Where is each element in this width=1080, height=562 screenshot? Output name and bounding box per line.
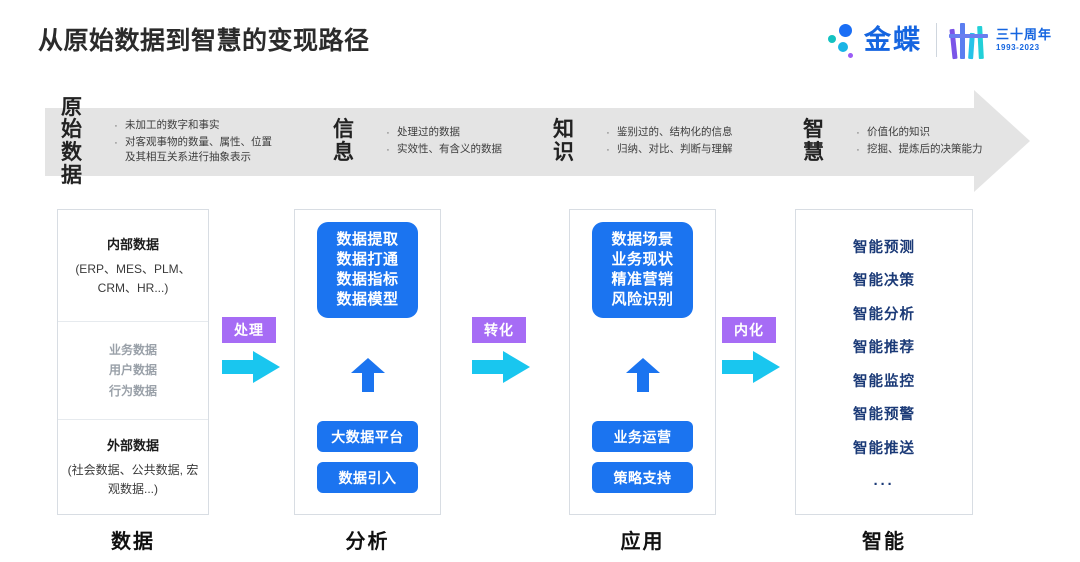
logo-divider — [935, 23, 937, 57]
right-arrow-icon — [722, 351, 780, 383]
list-item: 智能决策 — [853, 273, 915, 290]
bullet-dot-icon: · — [606, 144, 610, 156]
list-item: 智能分析 — [853, 306, 915, 323]
card-data: 内部数据 (ERP、MES、PLM、CRM、HR...) 业务数据 用户数据 行… — [57, 209, 209, 515]
bullet-text: 挖掘、提炼后的决策能力 — [867, 143, 983, 155]
anniversary-years: 1993-2023 — [995, 42, 1040, 52]
bullet-row: · 鉴别过的、结构化的信息 — [599, 125, 733, 142]
banner-body — [45, 108, 975, 176]
bullet-text: 实效性、有含义的数据 — [397, 143, 502, 155]
banner-arrowhead-icon — [974, 90, 1030, 192]
bullet-dot-icon: · — [856, 127, 860, 140]
application-main-block[interactable]: 数据场景 业务现状 精准营销 风险识别 — [592, 222, 693, 318]
analysis-main-line: 数据打通 — [336, 250, 399, 268]
bullet-dot-icon: · — [114, 137, 118, 150]
list-item: 智能推荐 — [853, 340, 915, 357]
kingdee-logo: 金蝶 三十周年 1993-2023 — [826, 19, 1052, 61]
analysis-main-block[interactable]: 数据提取 数据打通 数据指标 数据模型 — [317, 222, 418, 318]
list-item: 智能推送 — [853, 440, 915, 457]
footer-label-intelligence: 智能 — [862, 530, 906, 553]
bullet-row: · 处理过的数据 — [379, 125, 502, 142]
banner-stage-wisdom: 智 慧 · 价值化的知识 · 挖掘、提炼后的决策能力 — [803, 108, 983, 176]
bullet-text: 未加工的数字和事实 — [125, 119, 220, 132]
connector-processing: 处理 — [222, 317, 282, 383]
banner-stage-raw-data: 原始 数据 · 未加工的数字和事实 · 对客观事物的数量、属性、位置及其相互关系… — [61, 96, 277, 187]
bullet-text: 对客观事物的数量、属性、位置及其相互关系进行抽象表示 — [125, 136, 272, 164]
footer-label-analysis: 分析 — [345, 530, 390, 553]
analysis-main-line: 数据模型 — [336, 291, 399, 309]
application-up-arrow-icon — [626, 358, 660, 392]
intelligence-list: 智能预测 智能决策 智能分析 智能推荐 智能监控 智能预警 智能推送 ··· — [795, 209, 973, 515]
bullet-dot-icon: · — [386, 144, 390, 156]
card-intelligence — [795, 209, 973, 515]
list-item: 智能预警 — [853, 407, 915, 424]
application-pill-business-ops[interactable]: 业务运营 — [592, 421, 693, 452]
connector-label: 内化 — [722, 317, 776, 343]
connector-label: 处理 — [222, 317, 276, 343]
right-arrow-icon — [472, 351, 530, 383]
anniversary-text: 三十周年 1993-2023 — [995, 26, 1052, 53]
connector-transformation: 转化 — [472, 317, 532, 383]
footer-label-application: 应用 — [620, 530, 665, 553]
application-main-line: 业务现状 — [611, 250, 674, 268]
bullet-text: 处理过的数据 — [397, 126, 460, 139]
bullet-row: · 归纳、对比、判断与理解 — [599, 142, 733, 159]
analysis-main-line: 数据提取 — [336, 230, 399, 248]
segment-external-data: 外部数据 (社会数据、公共数据, 宏观数据...) — [58, 420, 208, 514]
internal-data-sub: (ERP、MES、PLM、CRM、HR...) — [75, 261, 191, 295]
application-main-line: 精准营销 — [611, 271, 674, 288]
page-title: 从原始数据到智慧的变现路径 — [38, 27, 370, 55]
banner-stage-information: 信 息 · 处理过的数据 · 实效性、有含义的数据 — [333, 108, 502, 176]
list-item: 智能预测 — [853, 239, 915, 256]
anniversary-label: 三十周年 — [995, 26, 1052, 42]
right-arrow-icon — [222, 351, 280, 383]
analysis-pill-bigdata-platform[interactable]: 大数据平台 — [317, 421, 418, 452]
stage-name: 智 慧 — [803, 118, 824, 164]
bullet-dot-icon: · — [606, 127, 610, 140]
external-data-sub: (社会数据、公共数据, 宏观数据...) — [67, 463, 199, 496]
application-main-line: 数据场景 — [611, 230, 674, 248]
connector-label: 转化 — [472, 317, 526, 343]
application-main-line: 风险识别 — [611, 291, 674, 309]
external-data-title: 外部数据 — [106, 438, 159, 454]
data-type-item: 用户数据 — [108, 363, 157, 378]
logo-dots-icon — [826, 22, 860, 58]
segment-data-types: 业务数据 用户数据 行为数据 — [58, 322, 208, 420]
analysis-up-arrow-icon — [351, 358, 385, 392]
stage-name: 信 息 — [333, 118, 354, 164]
segment-internal-data: 内部数据 (ERP、MES、PLM、CRM、HR...) — [58, 210, 208, 322]
banner-stage-knowledge: 知 识 · 鉴别过的、结构化的信息 · 归纳、对比、判断与理解 — [553, 108, 733, 176]
stage-name: 原始 数据 — [61, 95, 82, 187]
analysis-main-line: 数据指标 — [336, 271, 399, 288]
data-type-item: 业务数据 — [108, 342, 157, 357]
list-ellipsis: ··· — [873, 475, 895, 493]
anniversary-mark-icon — [948, 21, 989, 60]
bullet-row: · 未加工的数字和事实 — [107, 118, 277, 135]
data-type-item: 行为数据 — [108, 383, 157, 398]
bullet-text: 归纳、对比、判断与理解 — [617, 143, 733, 155]
bullet-text: 鉴别过的、结构化的信息 — [617, 126, 733, 139]
bullet-text: 价值化的知识 — [867, 126, 930, 139]
bullet-dot-icon: · — [386, 127, 390, 140]
stage-bullets: · 鉴别过的、结构化的信息 · 归纳、对比、判断与理解 — [599, 125, 733, 159]
logo-brand-text: 金蝶 — [863, 24, 922, 55]
application-pill-strategy-support[interactable]: 策略支持 — [592, 462, 693, 493]
list-item: 智能监控 — [853, 373, 915, 390]
maturity-banner-arrow: 原始 数据 · 未加工的数字和事实 · 对客观事物的数量、属性、位置及其相互关系… — [45, 90, 1030, 193]
bullet-dot-icon: · — [856, 144, 860, 156]
bullet-dot-icon: · — [114, 120, 118, 133]
stage-bullets: · 价值化的知识 · 挖掘、提炼后的决策能力 — [849, 125, 983, 159]
internal-data-title: 内部数据 — [106, 236, 159, 252]
stage-bullets: · 未加工的数字和事实 · 对客观事物的数量、属性、位置及其相互关系进行抽象表示 — [107, 118, 277, 165]
bullet-row: · 对客观事物的数量、属性、位置及其相互关系进行抽象表示 — [107, 135, 277, 165]
bullet-row: · 价值化的知识 — [849, 125, 983, 142]
stage-name: 知 识 — [553, 118, 574, 164]
stage-bullets: · 处理过的数据 · 实效性、有含义的数据 — [379, 125, 502, 159]
connector-internalization: 内化 — [722, 317, 782, 383]
analysis-pill-data-ingest[interactable]: 数据引入 — [317, 462, 418, 493]
bullet-row: · 实效性、有含义的数据 — [379, 142, 502, 159]
bullet-row: · 挖掘、提炼后的决策能力 — [849, 142, 983, 159]
footer-label-data: 数据 — [111, 530, 155, 553]
